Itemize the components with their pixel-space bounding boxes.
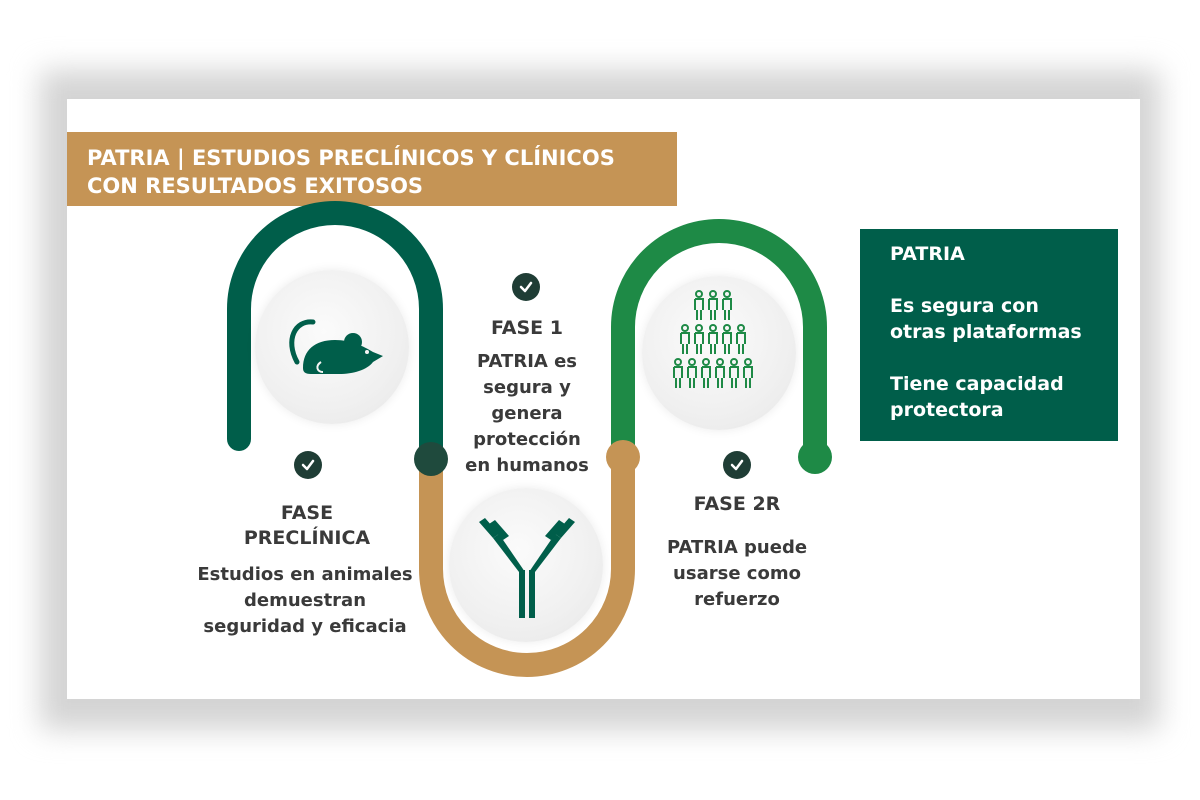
- summary-box: PATRIA Es segura con otras plataformas T…: [860, 229, 1118, 441]
- people-pyramid-icon: [673, 290, 753, 388]
- phase-desc-preclinical: Estudios en animales demuestran segurida…: [165, 562, 445, 640]
- summary-point-line: otras plataformas: [890, 321, 1082, 343]
- phase-desc-line: protección: [473, 429, 581, 450]
- phase-desc-line: genera: [491, 403, 563, 424]
- phase-desc-line: demuestran: [243, 590, 367, 611]
- phase-desc-line: usarse como: [673, 563, 801, 584]
- phase-desc-line: seguridad y eficacia: [203, 616, 407, 637]
- check-icon-fase2r: [723, 451, 751, 479]
- phase-title-fase2r: FASE 2R: [667, 492, 807, 517]
- phase-title-line: FASE 1: [490, 317, 563, 339]
- phase-desc-fase2r: PATRIA puede usarse como refuerzo: [647, 535, 827, 613]
- title-banner: PATRIA | ESTUDIOS PRECLÍNICOS Y CLÍNICOS…: [67, 132, 677, 206]
- mouse-icon: [289, 319, 383, 374]
- track-joint-1: [414, 442, 448, 476]
- check-icon-preclinical: [294, 451, 322, 479]
- title-line-2: CON RESULTADOS EXITOSOS: [87, 174, 424, 198]
- title-line-1: PATRIA | ESTUDIOS PRECLÍNICOS Y CLÍNICOS: [87, 146, 615, 170]
- infographic-slide: PATRIA | ESTUDIOS PRECLÍNICOS Y CLÍNICOS…: [67, 99, 1140, 699]
- summary-heading: PATRIA: [890, 243, 965, 265]
- phase-desc-fase1: PATRIA es segura y genera protección en …: [447, 349, 607, 479]
- phase-title-line: FASE: [280, 502, 334, 524]
- track-arch-fase2r: [611, 219, 827, 469]
- phase-desc-line: Estudios en animales: [197, 564, 413, 585]
- preclinical-icon-circle: [255, 270, 409, 424]
- track-joint-2: [606, 440, 640, 474]
- phase-title-fase1: FASE 1: [467, 316, 587, 341]
- antibody-icon: [479, 518, 575, 618]
- track-u-fase1: [419, 445, 635, 677]
- phase-desc-line: refuerzo: [694, 589, 780, 610]
- fase2r-icon-circle: [642, 276, 796, 430]
- fase1-icon-circle: [449, 488, 603, 642]
- phase-title-line: PRECLÍNICA: [243, 527, 371, 549]
- phase-track: [227, 201, 832, 677]
- phase-desc-line: en humanos: [465, 455, 589, 476]
- phase-desc-line: PATRIA es: [476, 351, 578, 372]
- summary-point-line: Tiene capacidad: [890, 373, 1064, 395]
- summary-point-line: Es segura con: [890, 295, 1039, 317]
- phase-title-line: FASE 2R: [693, 493, 781, 515]
- summary-point-line: protectora: [890, 399, 1004, 421]
- track-end: [798, 440, 832, 474]
- check-icon-fase1: [512, 273, 540, 301]
- phase-desc-line: segura y: [483, 377, 571, 398]
- track-arch-preclinical: [227, 201, 443, 471]
- phase-title-preclinical: FASE PRECLÍNICA: [207, 501, 407, 551]
- phase-desc-line: PATRIA puede: [666, 537, 808, 558]
